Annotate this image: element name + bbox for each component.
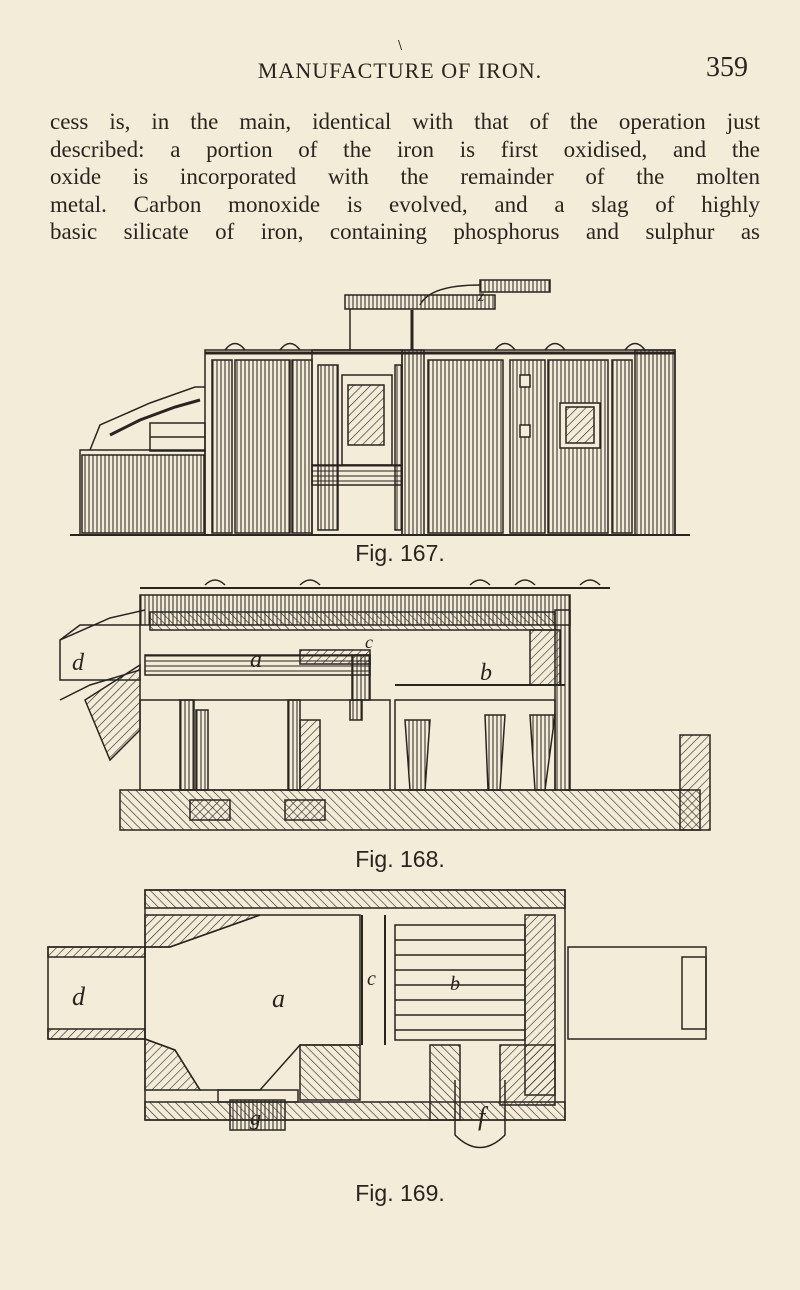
figure-168: d a c b — [0, 570, 800, 850]
fig169-label-f: f — [478, 1102, 489, 1131]
running-head: MANUFACTURE OF IRON. — [257, 58, 543, 83]
figure-168-caption: Fig. 168. — [355, 846, 445, 872]
fig168-label-c: c — [365, 632, 373, 652]
fig167-label-z: z — [477, 288, 485, 305]
margin-mark: \ — [398, 38, 403, 52]
figure-169: d a c b f g — [0, 885, 800, 1170]
text-line: basic silicate of iron, containing phosp… — [50, 219, 760, 244]
text-line: described: a portion of the iron is firs… — [50, 136, 760, 162]
fig168-label-a: a — [250, 647, 262, 673]
figure-169-caption: Fig. 169. — [355, 1180, 445, 1206]
text-line: metal. Carbon monoxide is evolved, and a… — [50, 191, 760, 217]
fig169-label-c: c — [367, 968, 376, 990]
text-line: cess is, in the main, identical with tha… — [50, 109, 760, 134]
fig169-label-b: b — [450, 973, 460, 995]
figure-167-caption: Fig. 167. — [355, 540, 445, 566]
figure-168-drawing: d a c b — [59, 579, 711, 831]
figure-167: z — [0, 255, 800, 540]
fig168-label-b: b — [480, 660, 492, 686]
page-number: 359 — [706, 52, 748, 83]
body-text: cess is, in the main, identical with tha… — [50, 108, 760, 246]
text-line: oxide is incorporated with the remainder… — [50, 164, 760, 189]
fig169-label-a: a — [272, 984, 285, 1013]
figure-167-drawing: z — [70, 279, 690, 536]
fig169-label-d: d — [72, 982, 86, 1011]
fig169-label-g: g — [250, 1105, 261, 1130]
figure-169-drawing: d a c b f g — [47, 889, 707, 1149]
fig168-label-d: d — [72, 650, 85, 676]
page-header: \ MANUFACTURE OF IRON. 359 — [0, 38, 800, 92]
